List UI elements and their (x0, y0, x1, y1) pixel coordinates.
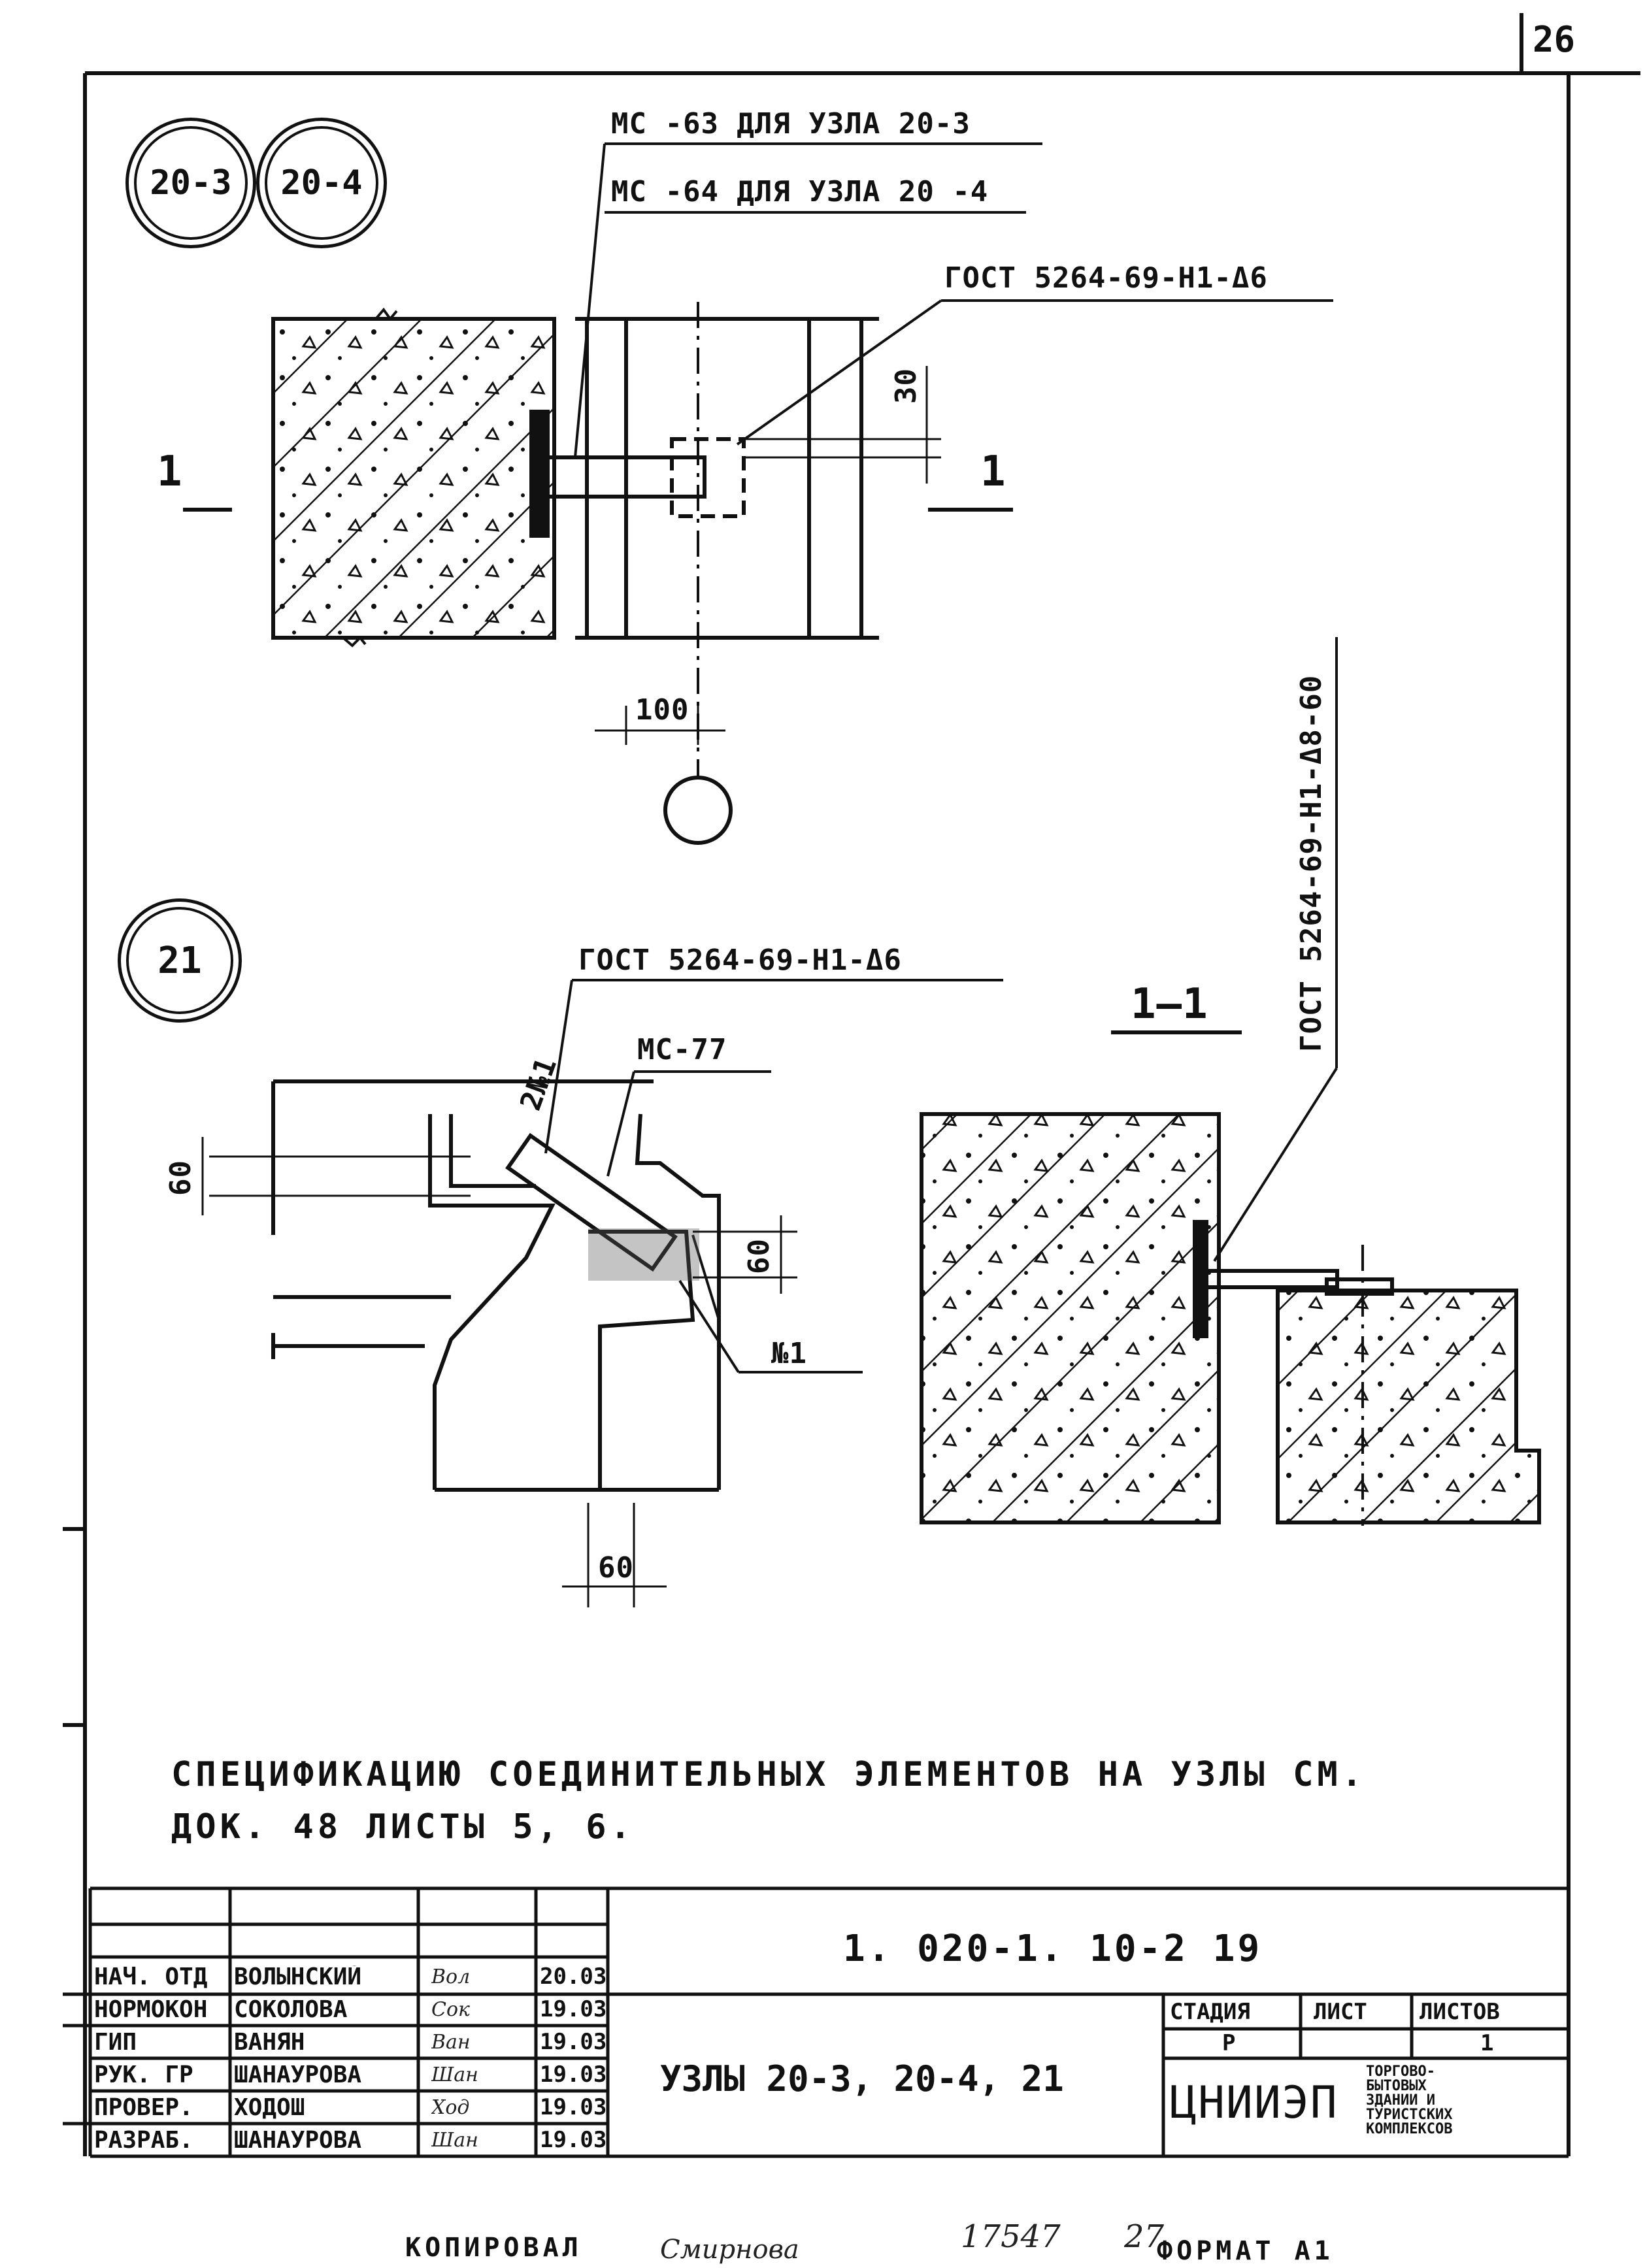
node-badge-20-3: 20-3 (125, 118, 256, 248)
staff-role: РАЗРАБ. (94, 2129, 193, 2152)
staff-role: РУК. ГР (94, 2063, 193, 2087)
footer-number: 17547 (961, 2218, 1061, 2255)
callout-gost-node-a: ГОСТ 5264-69-Н1-Δ6 (944, 261, 1268, 295)
footer-copied-label: КОПИРОВАЛ (405, 2235, 582, 2261)
staff-name: ШАНАУРОВА (234, 2129, 362, 2152)
org-subtitle: ТОРГОВО- БЫТОВЫХ ЗДАНИЙ И ТУРИСТСКИХ КОМ… (1366, 2065, 1565, 2137)
dim-60-right: 60 (742, 1238, 776, 1274)
staff-role: ПРОВЕР. (94, 2096, 193, 2120)
dim-60-bottom: 60 (598, 1551, 634, 1585)
org-sub-line: КОМПЛЕКСОВ (1366, 2122, 1453, 2137)
org-sub-line: ТУРИСТСКИХ (1366, 2108, 1453, 2122)
staff-date: 19.03 (540, 2129, 607, 2151)
node-badge-21: 21 (118, 898, 242, 1023)
footer-number-2: 27 (1124, 2218, 1165, 2255)
footer-format: ФОРМАТ А1 (1157, 2238, 1334, 2264)
staff-name: ХОДОШ (234, 2096, 305, 2120)
staff-date: 19.03 (540, 2063, 607, 2086)
dim-60-left: 60 (164, 1160, 197, 1196)
callout-mc77: МС-77 (637, 1033, 727, 1066)
staff-name: ШАНАУРОВА (234, 2063, 362, 2087)
staff-signature: Вол (431, 1965, 471, 1988)
staff-date: 19.03 (540, 2096, 607, 2118)
staff-signature: Ход (431, 2096, 470, 2119)
node-badge-20-3-label: 20-3 (150, 163, 232, 203)
sheets-header: ЛИСТОВ (1420, 2001, 1500, 2023)
sheet-page-number: 26 (1533, 19, 1576, 60)
dim-30: 30 (889, 368, 923, 404)
callout-gost-section: ГОСТ 5264-69-Н1-Δ8-60 (1295, 674, 1328, 1052)
section-mark-left: 1 (157, 448, 183, 496)
section-mark-right: 1 (980, 448, 1006, 496)
staff-name: ВАНЯН (234, 2031, 305, 2054)
sheet-header: ЛИСТ (1314, 2001, 1367, 2023)
staff-name: ВОЛЫНСКИЙ (234, 1965, 362, 1989)
node-badge-20-4: 20-4 (256, 118, 387, 248)
staff-role: ГИП (94, 2031, 137, 2054)
footer-copied-by: Смирнова (660, 2235, 799, 2265)
staff-signature: Шан (431, 2063, 478, 2086)
stage-value: Р (1222, 2032, 1236, 2054)
spec-note-line-2: ДОК. 48 ЛИСТЫ 5, 6. (171, 1807, 635, 1847)
org-sub-line: ТОРГОВО- (1366, 2065, 1435, 2079)
callout-mc63: МС -63 ДЛЯ УЗЛА 20-3 (611, 107, 971, 140)
callout-gost-node-b: ГОСТ 5264-69-Н1-Δ6 (578, 944, 902, 977)
staff-signature: Ван (431, 2031, 471, 2054)
stage-header: СТАДИЯ (1170, 2001, 1250, 2023)
org-name: ЦНИИЭП (1170, 2081, 1338, 2126)
node-badge-20-4-label: 20-4 (280, 163, 363, 203)
staff-date: 19.03 (540, 1998, 607, 2020)
node-badge-21-label: 21 (158, 939, 202, 982)
callout-mc64: МС -64 ДЛЯ УЗЛА 20 -4 (611, 175, 989, 208)
org-sub-line: ЗДАНИЙ И (1366, 2094, 1435, 2108)
drawing-title: УЗЛЫ 20-3, 20-4, 21 (660, 2062, 1064, 2097)
spec-note-line-1: СПЕЦИФИКАЦИЮ СОЕДИНИТЕЛЬНЫХ ЭЛЕМЕНТОВ НА… (171, 1755, 1367, 1794)
sheets-value: 1 (1480, 2032, 1494, 2054)
staff-signature: Шан (431, 2129, 478, 2152)
staff-role: НАЧ. ОТД (94, 1965, 208, 1989)
dim-100: 100 (635, 693, 690, 727)
staff-date: 19.03 (540, 2031, 607, 2053)
section-1-1-title: 1—1 (1131, 980, 1208, 1028)
sheet-frame (63, 13, 1640, 2156)
staff-date: 20.03 (540, 1965, 607, 1988)
section-1-1-drawing (920, 637, 1541, 1526)
title-block-grid (63, 1886, 1569, 2158)
staff-signature: Сок (431, 1998, 470, 2021)
staff-role: НОРМОКОН (94, 1998, 208, 2022)
staff-name: СОКОЛОВА (234, 1998, 348, 2022)
callout-weld-n1: №1 (771, 1337, 807, 1370)
org-sub-line: БЫТОВЫХ (1366, 2079, 1427, 2094)
node-21-drawing (201, 979, 1003, 1607)
doc-code: 1. 020-1. 10-2 19 (843, 1931, 1263, 1967)
node-20-3-drawing (183, 142, 1333, 845)
